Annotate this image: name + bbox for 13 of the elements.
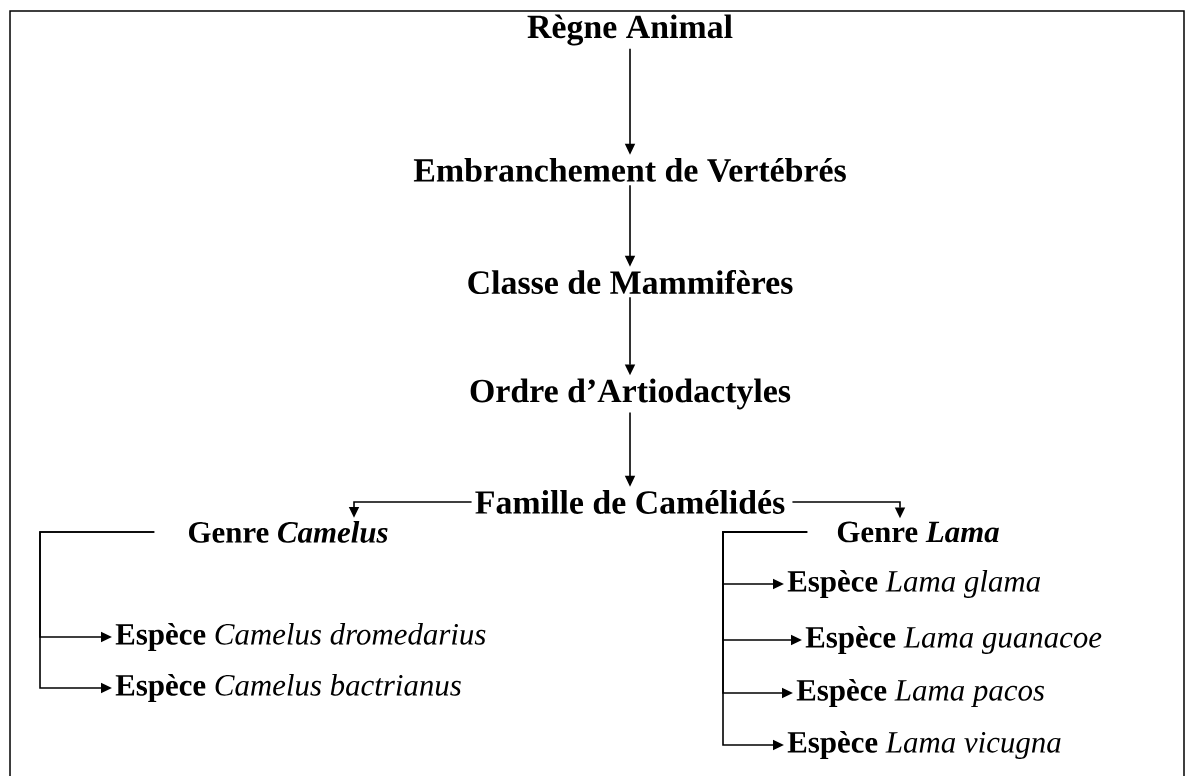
taxon-label: Espèce Camelus dromedarius [115,622,486,651]
taxon-label: Espèce Lama guanacoe [805,625,1102,654]
taxon-label: Ordre d’Artiodactyles [470,378,791,410]
taxon-label: Espèce Lama pacos [796,678,1045,707]
taxon-label: Famille de Camélidés [475,490,785,514]
taxon-label: Règne Animal [527,14,733,46]
taxon-label: Genre Lama [837,521,999,543]
taxon-label: Embranchement de Vertébrés [413,158,846,183]
taxon-label: Espèce Camelus bactrianus [115,673,461,702]
taxon-label: Classe de Mammifères [468,269,793,295]
taxon-label: Genre Camelus [189,521,388,543]
taxon-label: Espèce Lama vicugna [787,730,1061,759]
taxon-label: Espèce Lama glama [787,569,1040,598]
